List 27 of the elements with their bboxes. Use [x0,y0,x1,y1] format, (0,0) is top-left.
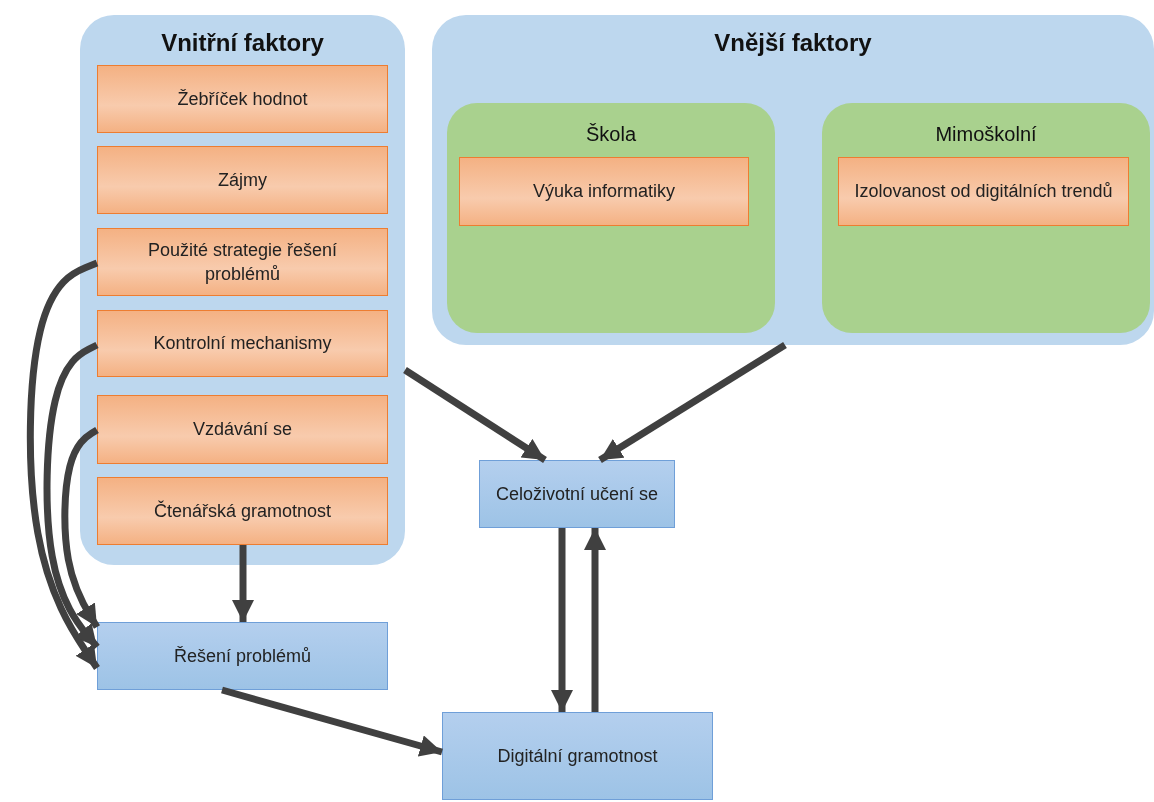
arrow [551,528,573,712]
group-heading: Škola [585,123,637,146]
process-box: Řešení problémů [97,622,388,690]
group-panel [80,15,405,565]
arrow [403,367,547,463]
category-panel [447,103,775,333]
group-heading: Mimoškolní [934,123,1038,146]
group-heading: Vnitřní faktory [160,29,325,57]
arrow [598,342,787,463]
factor-box: Použité strategie řešení problémů [97,228,388,296]
factor-box: Čtenářská gramotnost [97,477,388,545]
factor-box: Zájmy [97,146,388,214]
factor-box: Izolovanost od digitálních trendů [838,157,1129,226]
process-box: Digitální gramotnost [442,712,713,800]
arrow [221,686,443,757]
arrow [43,341,100,650]
factor-box: Výuka informatiky [459,157,749,226]
category-panel [822,103,1150,333]
group-panel [432,15,1154,345]
factor-box: Vzdávání se [97,395,388,464]
process-box: Celoživotní učení se [479,460,675,528]
arrow [584,528,606,712]
group-heading: Vnější faktory [713,29,873,57]
arrow [26,259,100,670]
factor-box: Kontrolní mechanismy [97,310,388,377]
arrow [232,545,254,622]
factor-box: Žebříček hodnot [97,65,388,133]
